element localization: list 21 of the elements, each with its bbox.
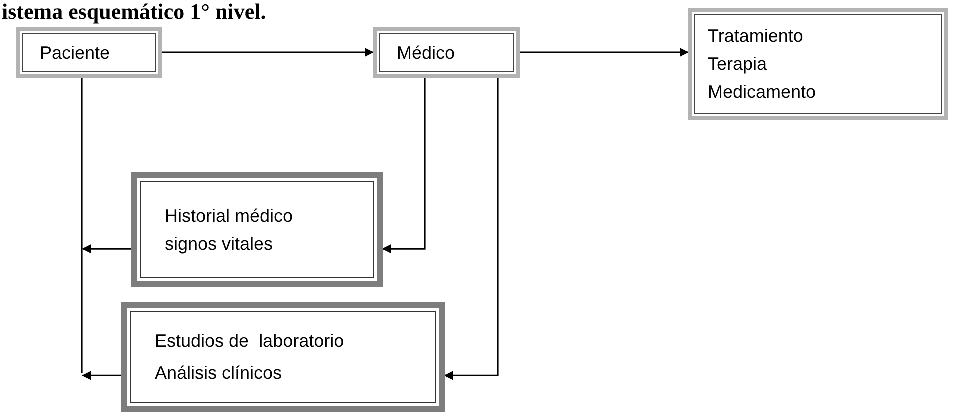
process-box — [16, 27, 162, 78]
arrow — [382, 78, 426, 254]
box-text: Terapia — [708, 53, 768, 76]
box-text: signos vitales — [165, 232, 274, 256]
process-box — [373, 27, 520, 78]
arrow — [520, 48, 689, 57]
diagram-title: istema esquemático 1° nivel. — [2, 0, 266, 24]
process-box — [121, 302, 445, 412]
arrow — [82, 244, 131, 254]
process-box — [131, 172, 383, 287]
box-text: Historial médico — [165, 204, 294, 228]
box-text: Tratamiento — [708, 25, 804, 48]
box-text: Medicamento — [708, 81, 818, 104]
process-box — [688, 8, 948, 120]
box-text: Estudios de laboratorio — [155, 330, 346, 353]
arrow — [162, 48, 374, 57]
box-text: Paciente — [40, 42, 112, 64]
arrow — [82, 371, 121, 380]
box-text: Médico — [397, 42, 456, 64]
arrow — [444, 78, 499, 380]
box-text: Análisis clínicos — [155, 362, 284, 385]
